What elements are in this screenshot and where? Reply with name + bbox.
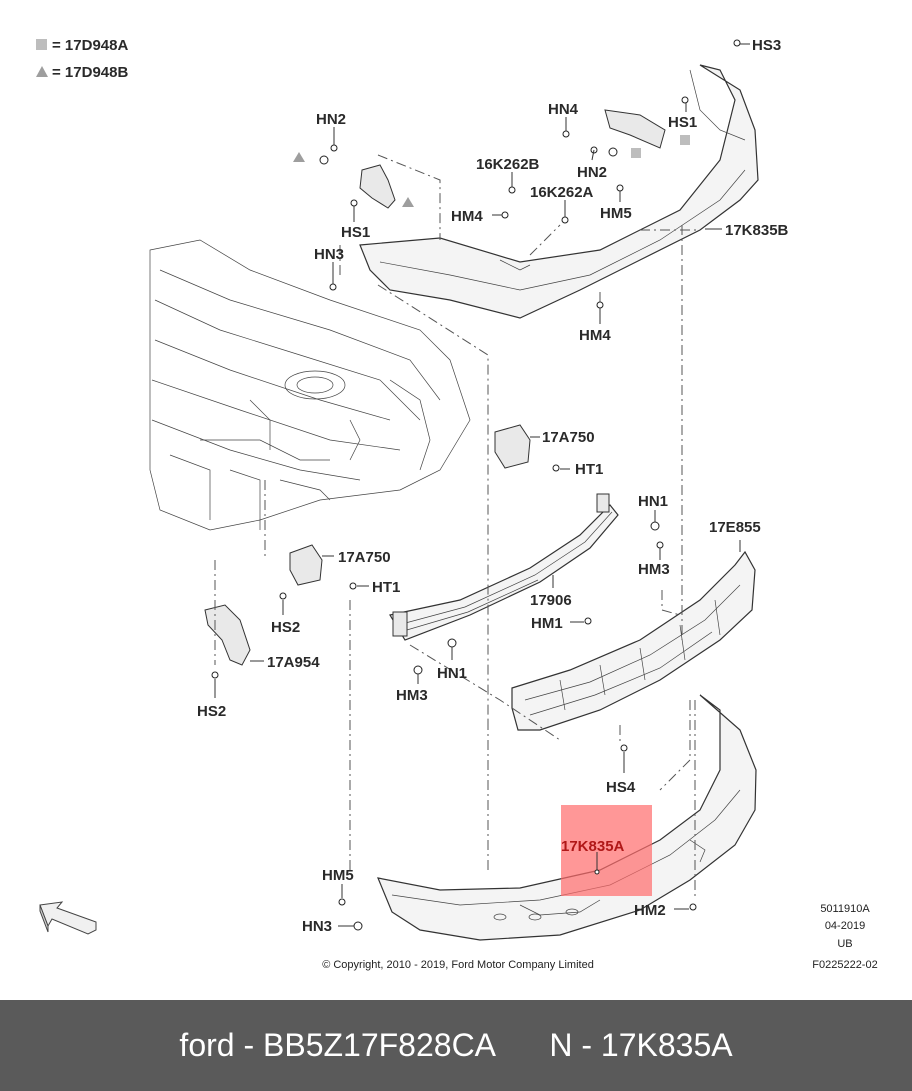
footer-spacer — [496, 1027, 549, 1064]
fasteners — [211, 39, 741, 931]
footer-brand-part: ford - BB5Z17F828CA — [179, 1027, 497, 1063]
label-hm2: HM2 — [634, 902, 666, 919]
label-hm5-top: HM5 — [600, 205, 632, 222]
label-hs4: HS4 — [606, 779, 636, 796]
meta-line-1: 5011910A — [820, 903, 870, 915]
label-hn3-bottom: HN3 — [302, 918, 332, 935]
label-17k835a: 17K835A — [561, 838, 625, 855]
part-labels: HS3 HN4 HS1 HN2 HN2 16K262B 16K262A HM5 … — [197, 37, 789, 935]
copyright: © Copyright, 2010 - 2019, Ford Motor Com… — [322, 959, 594, 971]
square-marker — [631, 148, 641, 158]
label-hm3-right: HM3 — [638, 561, 670, 578]
part-number-banner: ford - BB5Z17F828CA N - 17K835A — [0, 1000, 912, 1091]
reinforcement-beam — [389, 493, 619, 641]
legend-triangle-text: = 17D948B — [52, 64, 128, 81]
label-hn4: HN4 — [548, 101, 579, 118]
upper-brackets — [293, 109, 690, 209]
legend: = 17D948A = 17D948B — [36, 37, 128, 81]
label-17906: 17906 — [530, 592, 572, 609]
legend-square-text: = 17D948A — [52, 37, 128, 54]
label-hn2-top: HN2 — [316, 111, 346, 128]
exploded-parts-diagram: = 17D948A = 17D948B — [36, 37, 878, 971]
meta-line-2: 04-2019 — [825, 920, 865, 932]
meta-line-3: UB — [837, 938, 852, 950]
guide-lines — [214, 154, 700, 900]
diagram-meta: 5011910A 04-2019 UB F0225222-02 © Copyri… — [322, 903, 878, 971]
label-hm4-left: HM4 — [451, 208, 483, 225]
label-hs2-mid: HS2 — [271, 619, 300, 636]
label-hs1-top: HS1 — [668, 114, 697, 131]
label-hn2-mid: HN2 — [577, 164, 607, 181]
label-17a750-top: 17A750 — [542, 429, 595, 446]
footer-ref-part: N - 17K835A — [549, 1027, 733, 1063]
label-ht1-left: HT1 — [372, 579, 400, 596]
energy-absorber — [511, 550, 756, 731]
direction-arrow-icon — [39, 901, 97, 935]
label-17k835b: 17K835B — [725, 222, 789, 239]
label-16k262b: 16K262B — [476, 156, 540, 173]
legend-square-marker — [36, 39, 47, 50]
upper-bumper-cover — [359, 64, 759, 319]
label-17e855: 17E855 — [709, 519, 761, 536]
label-hm1: HM1 — [531, 615, 563, 632]
square-marker — [680, 135, 690, 145]
label-hm4-bottom: HM4 — [579, 327, 611, 344]
label-hm3-bottom: HM3 — [396, 687, 428, 704]
label-hn3-top: HN3 — [314, 246, 344, 263]
triangle-marker — [402, 197, 414, 207]
label-ht1-top: HT1 — [575, 461, 603, 478]
label-17a750-left: 17A750 — [338, 549, 391, 566]
label-hs3: HS3 — [752, 37, 781, 54]
legend-triangle-marker — [36, 66, 48, 77]
label-hm5-bottom: HM5 — [322, 867, 354, 884]
label-hs1-left: HS1 — [341, 224, 370, 241]
triangle-marker — [293, 152, 305, 162]
part-highlight-box — [561, 805, 652, 896]
label-hs2-bottom: HS2 — [197, 703, 226, 720]
label-hn1-right: HN1 — [638, 493, 668, 510]
label-17a954: 17A954 — [267, 654, 320, 671]
label-hn1-bottom: HN1 — [437, 665, 467, 682]
vehicle-body-structure — [149, 239, 471, 531]
leader-lines — [214, 43, 750, 927]
label-16k262a: 16K262A — [530, 184, 594, 201]
meta-line-4: F0225222-02 — [812, 959, 877, 971]
side-brackets — [204, 424, 531, 666]
